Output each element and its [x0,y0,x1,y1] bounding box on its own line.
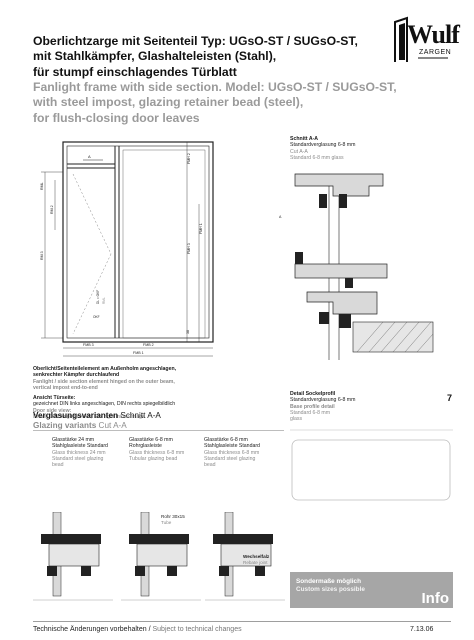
glazing-title: Verglasungsvarianten Schnitt A-A Glazing… [33,411,273,431]
schnitt-line-1: Standardverglasung 6-8 mm [290,142,356,149]
logo-sub: ZARGEN [419,49,452,56]
col1-de-2: Stahlglasleiste Standard [52,443,108,450]
label-tube: Tube [161,520,172,525]
label-rohr: Rohr 30x15 [161,514,185,519]
label-fmh3: FMH 3 [187,243,191,254]
page-number: 7 [447,393,453,403]
glazing-title-en: Glazing variants [33,421,97,430]
label-rml: RML [40,182,44,190]
caption-view-en: Door side view: [33,407,72,414]
section-profile-bottom [306,291,378,315]
logo-word: Wulf [407,20,460,49]
footer-divider [33,621,451,622]
title-german: Oberlichtzarge mit Seitenteil Typ: UGsO-… [33,34,393,80]
caption-view-en-2: Drawn DIN hinged on left, DIN right mirr… [33,414,145,421]
col2-de-2: Rohrglasleiste [129,443,162,450]
label-fmh1: FMH 1 [199,223,203,234]
title-de-line-2: mit Stahlkämpfer, Glashalteleisten (Stah… [33,49,277,64]
col2-de-1: Glasstärke 6-8 mm [129,437,173,443]
col3-en-2: Standard steel glazing [204,455,256,462]
label-fmb3: FMB 3 [83,343,94,347]
label-fmh2: FMH 2 [187,153,191,164]
logo-door-icon [394,16,448,62]
label-rm2: RM 2 [50,205,54,214]
caption-en-1: Fanlight / side section element hinged o… [33,378,175,385]
sockel-caption: Detail Sockelprofil Standardverglasung 6… [290,391,370,422]
glazing-column-1: Glasstärke 24 mm Stahlglasleiste Standar… [52,437,132,468]
sockel-profile-drawing [290,429,453,501]
col3-de-1: Glasstärke 6-8 mm [204,437,248,443]
schnitt-title: Schnitt A-A [290,136,319,142]
variant-2-profile [121,512,201,601]
label-fmb2: FMB 2 [143,343,154,347]
caption-de-2: senkrechter Kämpfer durchlaufend [33,372,120,379]
variant-3-profile [205,512,285,601]
title-en-line-1: Fanlight frame with side section. Model:… [33,80,397,94]
label-d: 38 [186,330,190,334]
caption-de-1: Oberlicht/Seitenteilelement am Außenholm… [33,366,177,372]
glazing-column-3: Glasstärke 6-8 mm Stahlglasleiste Standa… [204,437,284,468]
sockel-en-2: Standard 6-8 mm [290,409,331,416]
section-caption: Schnitt A-A Standardverglasung 6-8 mm Cu… [290,136,410,161]
label-wechselfalz: Wechselfalz [243,554,270,559]
section-profile-mid [294,263,388,279]
title-en-line-2: with steel impost, glazing retainer bead… [33,95,304,110]
caption-view-de-2: gezeichnet DIN links angeschlagen, DIN r… [33,401,176,408]
glazing-divider [33,430,284,431]
info-en: Custom sizes possible [296,586,365,593]
label-fmb1: FMB 1 [133,351,144,355]
sockel-de-2: Standardverglasung 6-8 mm [290,397,356,404]
col1-en-3: bead [52,462,64,469]
col1-de-1: Glasstärke 24 mm [52,437,95,443]
caption-en-2: vertical impost end-to-end [33,384,98,391]
schnitt-line-2: Cut A-A [290,148,308,155]
label-a-section: A [279,215,282,219]
title-de-line-3: für stumpf einschlagendes Türblatt [33,64,237,79]
footer-note: Technische Änderungen vorbehalten / Subj… [33,626,242,633]
col3-en-1: Glass thickness 6-8 mm [204,449,260,456]
glazing-title-de-2: Schnitt A-A [120,411,161,420]
frame-elevation-drawing: A RML RM 3 RM 2 DL = OKF RML OKF FMH 2 F… [40,141,434,360]
title-en-line-3: for flush-closing door leaves [33,110,200,125]
outer-frame [62,141,214,343]
col2-en-1: Glass thickness 6-8 mm [129,449,185,456]
sockel-en-3: glass [290,416,303,423]
info-label: Info [421,590,450,607]
col2-en-2: Tubular glazing bead [129,455,178,462]
glazing-variants-drawing: Rohr 30x15 Tube Wechselfalz Rebate joint [33,512,285,601]
label-rebate: Rebate joint [243,560,268,565]
section-profile-top [294,173,384,197]
title-english: Fanlight frame with side section. Model:… [33,80,403,126]
footer-date: 7.13.06 [410,626,434,633]
footer-de: Technische Änderungen vorbehalten / [33,626,151,633]
title-de-line-1: Oberlichtzarge mit Seitenteil Typ: UGsO-… [33,34,358,48]
glazing-title-en-2: Cut A-A [98,421,127,430]
label-a-top: A [88,154,91,159]
label-okf: OKF [93,315,100,319]
wulf-logo: Wulf ZARGEN [393,16,460,66]
label-dl: DL = OKF [96,290,100,304]
glazing-column-2: Glasstärke 6-8 mm Rohrglasleiste Glass t… [129,437,209,462]
col1-en-2: Standard steel glazing [52,455,104,462]
col1-en-1: Glass thickness 24 mm [52,449,106,456]
variant-1-profile [33,512,113,601]
col3-en-3: bead [204,462,216,469]
info-de: Sondermaße möglich [296,578,361,585]
label-rml-small: RML [102,297,106,304]
col3-de-2: Stahlglasleiste Standard [204,443,260,450]
sockel-en-1: Base profile detail [290,403,335,410]
main-caption: Oberlicht/Seitenteilelement am Außenholm… [33,366,263,420]
footer-en: Subject to technical changes [152,626,242,633]
label-rm3: RM 3 [40,251,44,260]
info-box: Sondermaße möglich Custom sizes possible… [290,572,453,608]
schnitt-line-3: Standard 6-8 mm glass [290,154,344,161]
glazing-title-de: Verglasungsvarianten [33,411,119,420]
caption-view-de: Ansicht Türseite: [33,395,76,402]
sockel-de-1: Detail Sockelprofil [290,391,336,397]
